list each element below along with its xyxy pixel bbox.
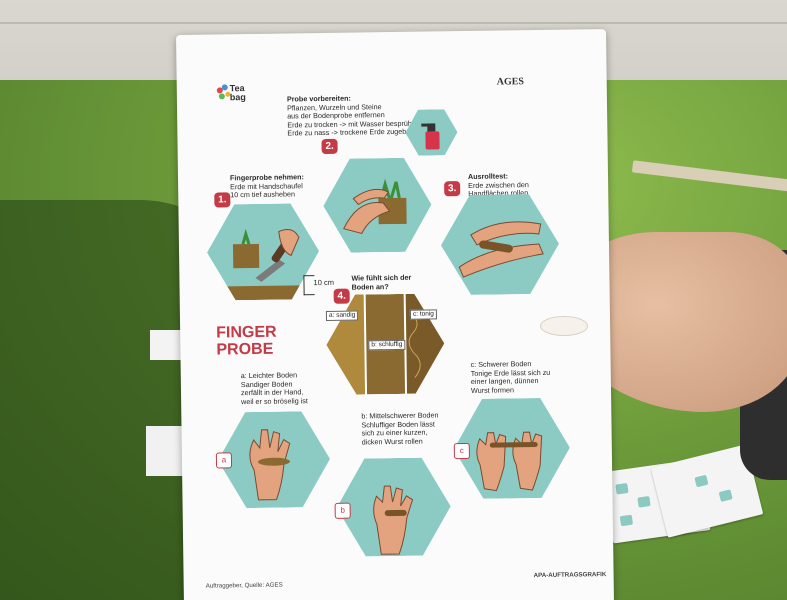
depth-label: 10 cm bbox=[313, 277, 334, 288]
hands-rolling-soil-icon bbox=[440, 194, 559, 296]
result-a-text: a: Leichter Boden Sandiger Boden zerfäll… bbox=[241, 370, 308, 406]
result-a-illustration bbox=[217, 411, 330, 509]
teabag-logo: Tea bag bbox=[215, 82, 255, 113]
teabag-logo-icon bbox=[216, 84, 231, 100]
result-c-illustration bbox=[453, 398, 570, 500]
result-b-illustration bbox=[336, 457, 451, 557]
fingernail bbox=[540, 316, 588, 336]
poster-title-line: FINGER bbox=[216, 323, 277, 342]
spray-bottle-icon bbox=[405, 109, 458, 156]
result-c-marker: c bbox=[453, 442, 470, 460]
step-4-badge: 4. bbox=[333, 288, 350, 304]
step-2-badge: 2. bbox=[321, 138, 338, 155]
crumbling-soil-hand-icon bbox=[217, 411, 330, 509]
result-b-marker: b bbox=[334, 502, 351, 519]
teabag-logo-text: Tea bag bbox=[229, 83, 246, 103]
result-a-marker: a bbox=[215, 452, 233, 469]
ages-logo: AGES bbox=[496, 76, 525, 88]
step-3-badge: 3. bbox=[444, 181, 461, 197]
step-2-illustration bbox=[323, 157, 432, 252]
step-1-text: Fingerprobe nehmen: Erde mit Handschaufe… bbox=[230, 172, 304, 200]
step-1-line: 10 cm tief ausheben bbox=[230, 189, 296, 200]
soil-label-a: a: sandig bbox=[325, 310, 359, 321]
wall-seam bbox=[0, 22, 787, 24]
long-roll-hands-icon bbox=[453, 398, 570, 500]
step-4-line: Boden an? bbox=[351, 281, 389, 292]
trowel-digging-icon bbox=[206, 203, 319, 301]
result-b-text: b: Mittelschwerer Boden Schluffiger Bode… bbox=[361, 410, 439, 447]
footer-credit: APA-AUFTRAGSGRAFIK bbox=[533, 571, 607, 580]
step-1-badge: 1. bbox=[214, 192, 231, 208]
result-a-line: weil er so bröselig ist bbox=[241, 396, 308, 406]
spray-bottle-hex bbox=[405, 109, 458, 156]
step-2-text: Probe vorbereiten: Pflanzen, Wurzeln und… bbox=[287, 94, 420, 139]
step-3-illustration bbox=[440, 194, 559, 296]
poster-title: FINGER PROBE bbox=[216, 324, 277, 359]
paper-scrap bbox=[146, 426, 186, 476]
result-b-line: dicken Wurst rollen bbox=[361, 436, 423, 447]
soil-label-b: b: schluffig bbox=[368, 339, 406, 351]
result-c-line: Wurst formen bbox=[470, 385, 515, 395]
result-c-text: c: Schwerer Boden Tonige Erde lässt sich… bbox=[470, 359, 551, 395]
step-2-line: Erde zu nass -> trockene Erde zugeben bbox=[287, 127, 415, 138]
hands-preparing-soil-icon bbox=[323, 157, 432, 252]
step-4-text: Wie fühlt sich der Boden an? bbox=[351, 273, 411, 292]
short-roll-hand-icon bbox=[336, 457, 451, 557]
flyers-on-grass bbox=[603, 444, 764, 555]
poster-title-line: PROBE bbox=[216, 340, 274, 359]
soil-label-c: c: tonig bbox=[409, 309, 437, 320]
footer-source: Auftraggeber, Quelle: AGES bbox=[205, 581, 283, 590]
step-1-illustration bbox=[206, 203, 319, 301]
finger-probe-poster: Tea bag AGES Probe vorbereiten: Pflanzen… bbox=[176, 29, 614, 600]
